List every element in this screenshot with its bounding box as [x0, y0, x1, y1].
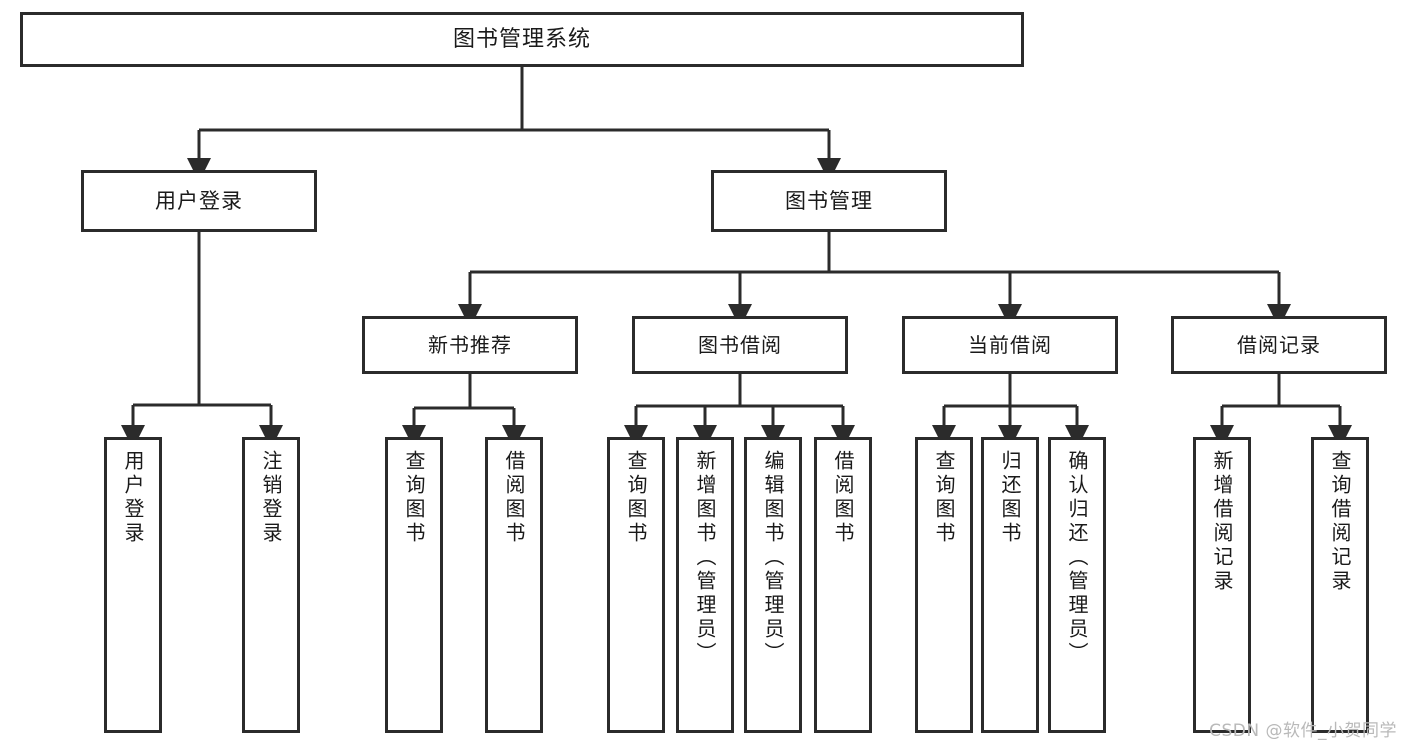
csdn-watermark: CSDN @软件_小贺同学 — [1209, 721, 1397, 741]
node-label: 借阅图书 — [502, 450, 526, 546]
node-label: 编辑图书（管理员） — [761, 450, 785, 666]
node-new-book-recommend[interactable]: 新书推荐 — [362, 316, 578, 374]
node-borrow-record[interactable]: 借阅记录 — [1171, 316, 1387, 374]
node-user-login[interactable]: 用户登录 — [81, 170, 317, 232]
node-label: 新书推荐 — [428, 332, 512, 357]
leaf-return-book[interactable]: 归还图书 — [981, 437, 1039, 733]
node-label: 查询图书 — [402, 450, 426, 546]
leaf-borrow-book[interactable]: 借阅图书 — [814, 437, 872, 733]
node-current-borrow[interactable]: 当前借阅 — [902, 316, 1118, 374]
node-label: 借阅图书 — [831, 450, 855, 546]
node-label: 借阅记录 — [1237, 332, 1321, 357]
node-label: 查询图书 — [624, 450, 648, 546]
node-label: 查询借阅记录 — [1328, 450, 1352, 594]
node-label: 新增图书（管理员） — [693, 450, 717, 666]
node-label: 确认归还（管理员） — [1065, 450, 1089, 666]
node-label: 新增借阅记录 — [1210, 450, 1234, 594]
leaf-borrow-book-recommend[interactable]: 借阅图书 — [485, 437, 543, 733]
leaf-add-book-admin[interactable]: 新增图书（管理员） — [676, 437, 734, 733]
node-label: 查询图书 — [932, 450, 956, 546]
node-label: 用户登录 — [155, 188, 243, 213]
node-label: 用户登录 — [121, 450, 145, 546]
leaf-edit-book-admin[interactable]: 编辑图书（管理员） — [744, 437, 802, 733]
node-label: 当前借阅 — [968, 332, 1052, 357]
leaf-query-borrow-record[interactable]: 查询借阅记录 — [1311, 437, 1369, 733]
leaf-query-book-current[interactable]: 查询图书 — [915, 437, 973, 733]
node-label: 图书管理系统 — [452, 26, 591, 52]
leaf-logout[interactable]: 注销登录 — [242, 437, 300, 733]
leaf-add-borrow-record[interactable]: 新增借阅记录 — [1193, 437, 1251, 733]
node-label: 注销登录 — [259, 450, 283, 546]
leaf-query-book[interactable]: 查询图书 — [607, 437, 665, 733]
leaf-user-login[interactable]: 用户登录 — [104, 437, 162, 733]
node-label: 归还图书 — [998, 450, 1022, 546]
node-book-borrow[interactable]: 图书借阅 — [632, 316, 848, 374]
leaf-query-book-recommend[interactable]: 查询图书 — [385, 437, 443, 733]
node-book-management[interactable]: 图书管理 — [711, 170, 947, 232]
node-label: 图书管理 — [785, 188, 873, 213]
node-root-system[interactable]: 图书管理系统 — [20, 12, 1024, 67]
leaf-confirm-return-admin[interactable]: 确认归还（管理员） — [1048, 437, 1106, 733]
node-label: 图书借阅 — [698, 332, 782, 357]
